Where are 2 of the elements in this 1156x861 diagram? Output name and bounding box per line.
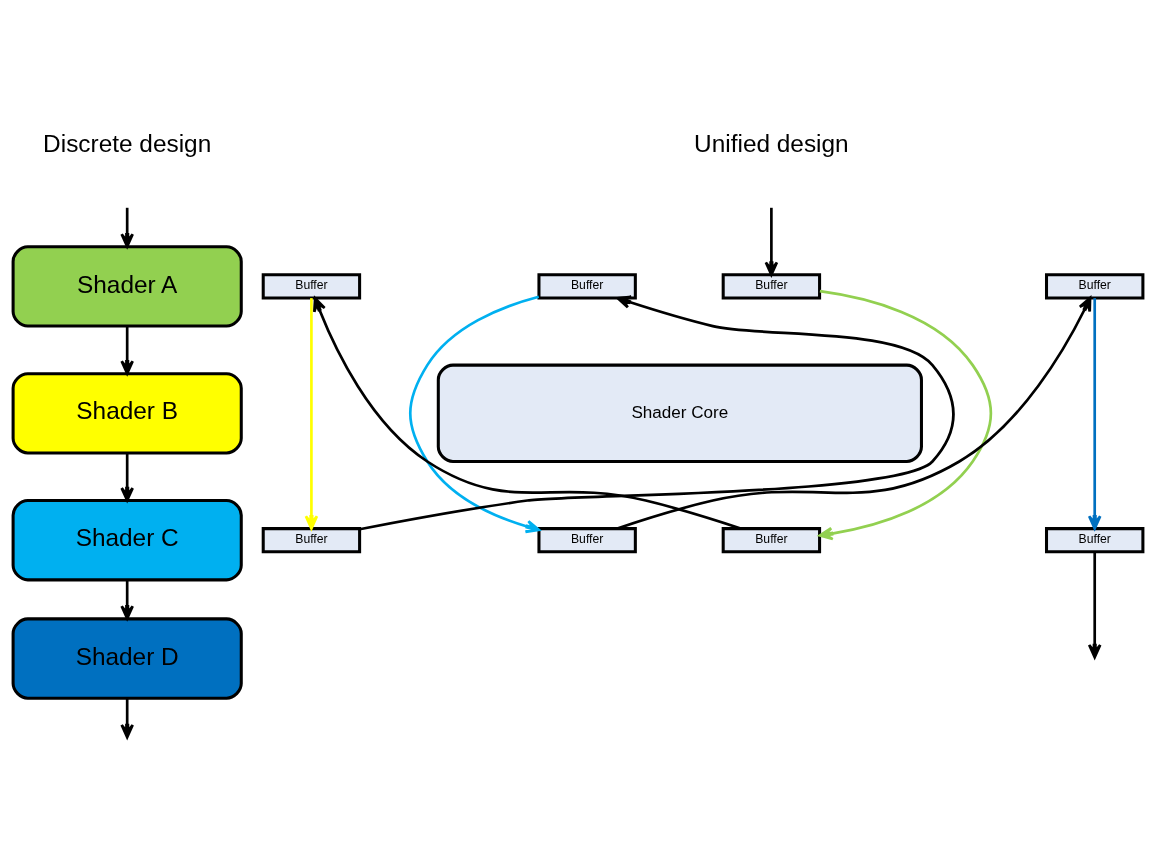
label: Unified design — [694, 129, 849, 157]
label: Discrete design — [43, 129, 212, 157]
